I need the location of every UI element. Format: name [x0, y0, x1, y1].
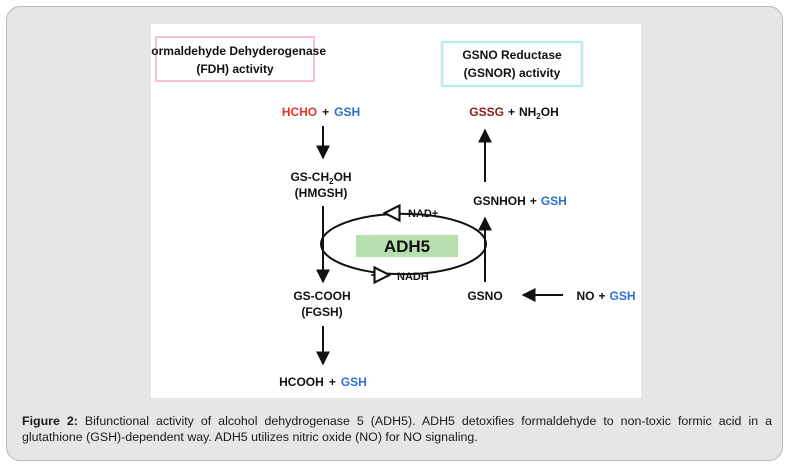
fgsh-line2: (FGSH)	[301, 305, 342, 319]
fdh-title-line2: (FDH) activity	[196, 62, 274, 76]
gssg-nh2oh-label: GSSG+NH2OH	[469, 105, 559, 121]
hcho-gsh-label: HCHO + GSH	[282, 105, 360, 119]
enzyme-box	[356, 235, 458, 257]
gsh-text: GSH	[334, 105, 360, 119]
no-gsh-label: NO+GSH	[576, 289, 635, 303]
fdh-box	[155, 36, 315, 82]
figure-caption: Figure 2: Bifunctional activity of alcoh…	[22, 413, 772, 445]
fdh-title-line1: Formaldehyde Dehyderogenase	[151, 44, 326, 58]
caption-text: Bifunctional activity of alcohol dehydro…	[22, 414, 772, 444]
diagram-area: Formaldehyde Dehyderogenase (FDH) activi…	[144, 24, 641, 398]
hmgsh-line2: (HMGSH)	[295, 186, 348, 200]
gsno-label: GSNO	[467, 289, 502, 303]
fgsh-line1: GS-COOH	[293, 289, 350, 303]
caption-label: Figure 2:	[22, 414, 78, 428]
gsnor-title-line1: GSNO Reductase	[462, 48, 562, 62]
gsnor-box	[440, 40, 584, 88]
hcho-text: HCHO	[282, 105, 317, 119]
nadh-label: NADH	[397, 271, 429, 283]
hmgsh-line1: GS-CH2OH	[290, 170, 351, 186]
gsnor-title-line2: (GSNOR) activity	[464, 66, 561, 80]
cycle-ellipse	[319, 212, 487, 276]
hcooh-gsh-label: HCOOH+GSH	[279, 375, 367, 389]
nad-plus-label: NAD+	[408, 208, 438, 220]
adh5-diagram: Formaldehyde Dehyderogenase (FDH) activi…	[144, 36, 636, 389]
gsnhoh-gsh-label: GSNHOH+GSH	[473, 194, 567, 208]
enzyme-label: ADH5	[384, 237, 430, 256]
plus-sign: +	[322, 105, 329, 119]
